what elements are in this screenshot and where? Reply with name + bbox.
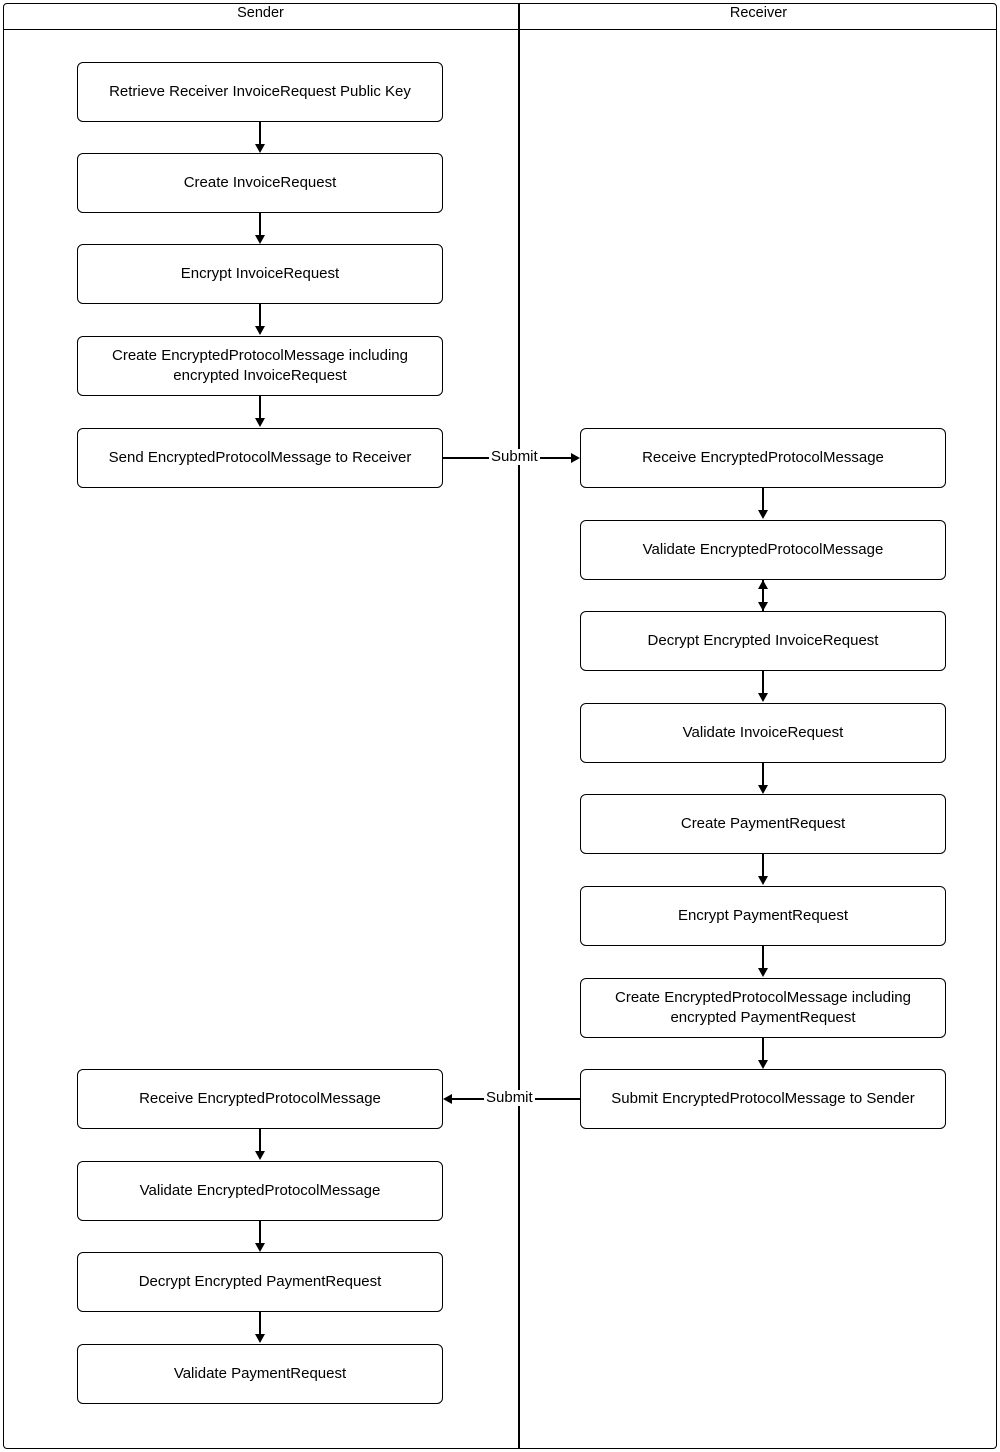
connector-r7-r8 xyxy=(762,1038,764,1061)
node-label-line2: encrypted InvoiceRequest xyxy=(173,367,347,384)
arrowhead-r3-to-r2 xyxy=(757,580,768,589)
connector-r5-r6 xyxy=(762,854,764,877)
arrowhead-submit-to-sender xyxy=(443,1093,452,1104)
arrowhead-r5-r6 xyxy=(757,876,768,885)
node-label-wrap: Create EncryptedProtocolMessage includin… xyxy=(615,988,911,1028)
node-retrieve-receiver-public-key[interactable]: Retrieve Receiver InvoiceRequest Public … xyxy=(77,62,443,122)
node-label: Validate EncryptedProtocolMessage xyxy=(642,540,884,558)
arrowhead-r2-to-r3 xyxy=(757,602,768,611)
edge-label-submit-to-sender: Submit xyxy=(484,1089,535,1106)
connector-r4-r5 xyxy=(762,763,764,786)
node-decrypt-encrypted-paymentrequest[interactable]: Decrypt Encrypted PaymentRequest xyxy=(77,1252,443,1312)
node-label: Retrieve Receiver InvoiceRequest Public … xyxy=(109,82,411,100)
node-label: Validate PaymentRequest xyxy=(173,1364,347,1382)
arrowhead-s4-s5 xyxy=(254,418,265,427)
connector-s1-s2 xyxy=(259,122,261,145)
node-submit-epm-to-sender[interactable]: Submit EncryptedProtocolMessage to Sende… xyxy=(580,1069,946,1129)
node-send-epm-to-receiver[interactable]: Send EncryptedProtocolMessage to Receive… xyxy=(77,428,443,488)
node-validate-epm-receiver[interactable]: Validate EncryptedProtocolMessage xyxy=(580,520,946,580)
node-label-line1: Create EncryptedProtocolMessage includin… xyxy=(615,988,911,1006)
node-validate-epm-sender[interactable]: Validate EncryptedProtocolMessage xyxy=(77,1161,443,1221)
edge-label-submit-to-receiver: Submit xyxy=(489,448,540,465)
arrowhead-s7-s8 xyxy=(254,1243,265,1252)
node-decrypt-encrypted-invoicerequest[interactable]: Decrypt Encrypted InvoiceRequest xyxy=(580,611,946,671)
connector-s2-s3 xyxy=(259,213,261,236)
node-label: Decrypt Encrypted PaymentRequest xyxy=(138,1272,382,1290)
pool-header xyxy=(3,3,997,30)
connector-r2-r3-bidirectional xyxy=(762,580,764,611)
arrowhead-s2-s3 xyxy=(254,235,265,244)
node-validate-paymentrequest[interactable]: Validate PaymentRequest xyxy=(77,1344,443,1404)
arrowhead-r1-r2 xyxy=(757,510,768,519)
pool-border xyxy=(3,3,997,1449)
arrowhead-r4-r5 xyxy=(757,785,768,794)
node-create-invoicerequest[interactable]: Create InvoiceRequest xyxy=(77,153,443,213)
node-label-line1: Create EncryptedProtocolMessage includin… xyxy=(112,346,408,364)
lane-header-sender: Sender xyxy=(237,5,284,21)
node-label: Validate InvoiceRequest xyxy=(682,723,844,741)
arrowhead-s3-s4 xyxy=(254,326,265,335)
connector-s4-s5 xyxy=(259,396,261,419)
node-validate-invoicerequest[interactable]: Validate InvoiceRequest xyxy=(580,703,946,763)
node-create-epm-paymentrequest[interactable]: Create EncryptedProtocolMessage includin… xyxy=(580,978,946,1038)
node-label: Submit EncryptedProtocolMessage to Sende… xyxy=(611,1089,915,1107)
connector-s8-s9 xyxy=(259,1312,261,1335)
arrowhead-s6-s7 xyxy=(254,1151,265,1160)
connector-r3-r4 xyxy=(762,671,764,694)
node-label: Decrypt Encrypted InvoiceRequest xyxy=(647,631,879,649)
node-receive-epm-receiver[interactable]: Receive EncryptedProtocolMessage xyxy=(580,428,946,488)
connector-s6-s7 xyxy=(259,1129,261,1152)
lane-divider xyxy=(518,3,520,1449)
arrowhead-s1-s2 xyxy=(254,144,265,153)
node-label: Validate EncryptedProtocolMessage xyxy=(139,1181,381,1199)
connector-s7-s8 xyxy=(259,1221,261,1244)
connector-r1-r2 xyxy=(762,488,764,511)
node-receive-epm-sender[interactable]: Receive EncryptedProtocolMessage xyxy=(77,1069,443,1129)
node-label: Create InvoiceRequest xyxy=(183,173,337,191)
node-create-paymentrequest[interactable]: Create PaymentRequest xyxy=(580,794,946,854)
node-encrypt-invoicerequest[interactable]: Encrypt InvoiceRequest xyxy=(77,244,443,304)
node-label: Encrypt PaymentRequest xyxy=(677,906,849,924)
arrowhead-r7-r8 xyxy=(757,1060,768,1069)
connector-r6-r7 xyxy=(762,946,764,969)
connector-s3-s4 xyxy=(259,304,261,327)
node-label: Create PaymentRequest xyxy=(680,814,846,832)
arrowhead-s8-s9 xyxy=(254,1334,265,1343)
arrowhead-r6-r7 xyxy=(757,968,768,977)
node-label-line2: encrypted PaymentRequest xyxy=(670,1009,856,1026)
node-label: Encrypt InvoiceRequest xyxy=(180,264,340,282)
lane-header-receiver: Receiver xyxy=(729,5,788,21)
node-label-wrap: Create EncryptedProtocolMessage includin… xyxy=(112,346,408,386)
arrowhead-submit-to-receiver xyxy=(571,452,580,463)
node-label: Receive EncryptedProtocolMessage xyxy=(642,448,884,466)
arrowhead-r3-r4 xyxy=(757,693,768,702)
node-create-epm-invoicerequest[interactable]: Create EncryptedProtocolMessage includin… xyxy=(77,336,443,396)
node-encrypt-paymentrequest[interactable]: Encrypt PaymentRequest xyxy=(580,886,946,946)
node-label: Send EncryptedProtocolMessage to Receive… xyxy=(108,448,412,466)
node-label: Receive EncryptedProtocolMessage xyxy=(139,1089,381,1107)
